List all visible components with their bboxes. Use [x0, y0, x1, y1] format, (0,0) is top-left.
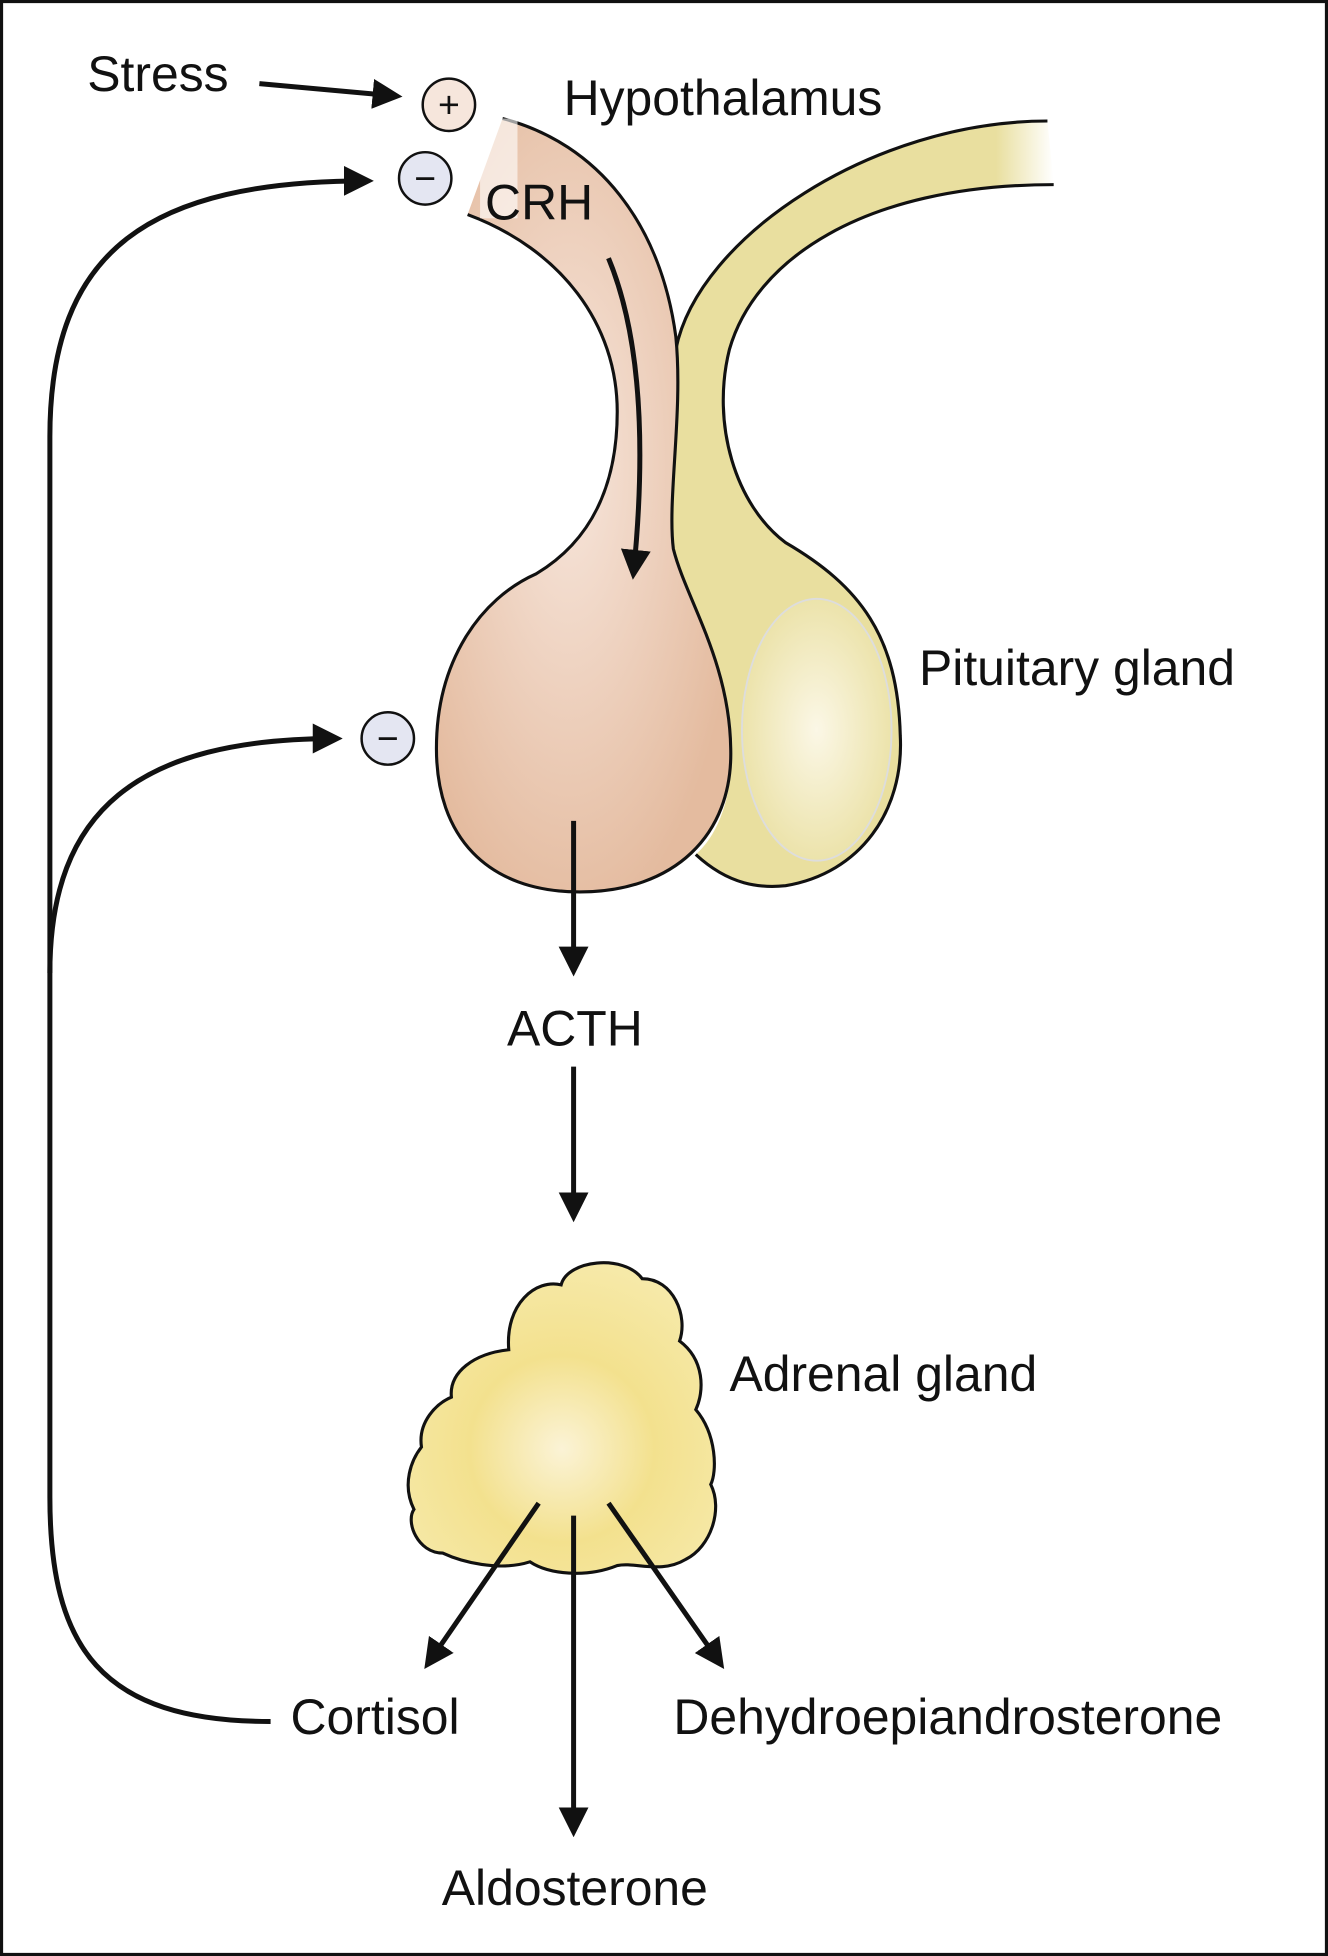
- crh-arrow: [606, 257, 651, 580]
- pituitary-label: Pituitary gland: [919, 640, 1235, 696]
- svg-text:+: +: [438, 83, 460, 125]
- dhea-arrow: [606, 1501, 725, 1670]
- dhea-label: Dehydroepiandrosterone: [673, 1689, 1222, 1745]
- acth-label: ACTH: [507, 1000, 643, 1056]
- hypothalamus-label: Hypothalamus: [564, 70, 883, 126]
- minus-sign-icon-hypothalamus: −: [397, 150, 453, 206]
- cortisol-feedback-hypothalamus-arrow: [47, 165, 374, 1724]
- minus-sign-icon-pituitary: −: [360, 711, 416, 766]
- cortisol-label: Cortisol: [291, 1689, 460, 1745]
- cortisol-arrow: [424, 1501, 541, 1670]
- svg-text:−: −: [377, 717, 399, 759]
- plus-sign-icon: +: [421, 77, 477, 133]
- adrenal-label: Adrenal gland: [729, 1346, 1037, 1402]
- aldosterone-label: Aldosterone: [442, 1860, 708, 1916]
- hypothalamus-anterior-pituitary: [436, 118, 731, 892]
- adrenal-gland: [406, 1261, 718, 1575]
- svg-text:−: −: [414, 157, 436, 199]
- posterior-lobe-highlight: [740, 597, 893, 862]
- crh-label: CRH: [485, 175, 593, 231]
- stress-label: Stress: [87, 46, 228, 102]
- stress-arrow: [259, 78, 403, 109]
- cortisol-feedback-pituitary-arrow: [47, 723, 343, 974]
